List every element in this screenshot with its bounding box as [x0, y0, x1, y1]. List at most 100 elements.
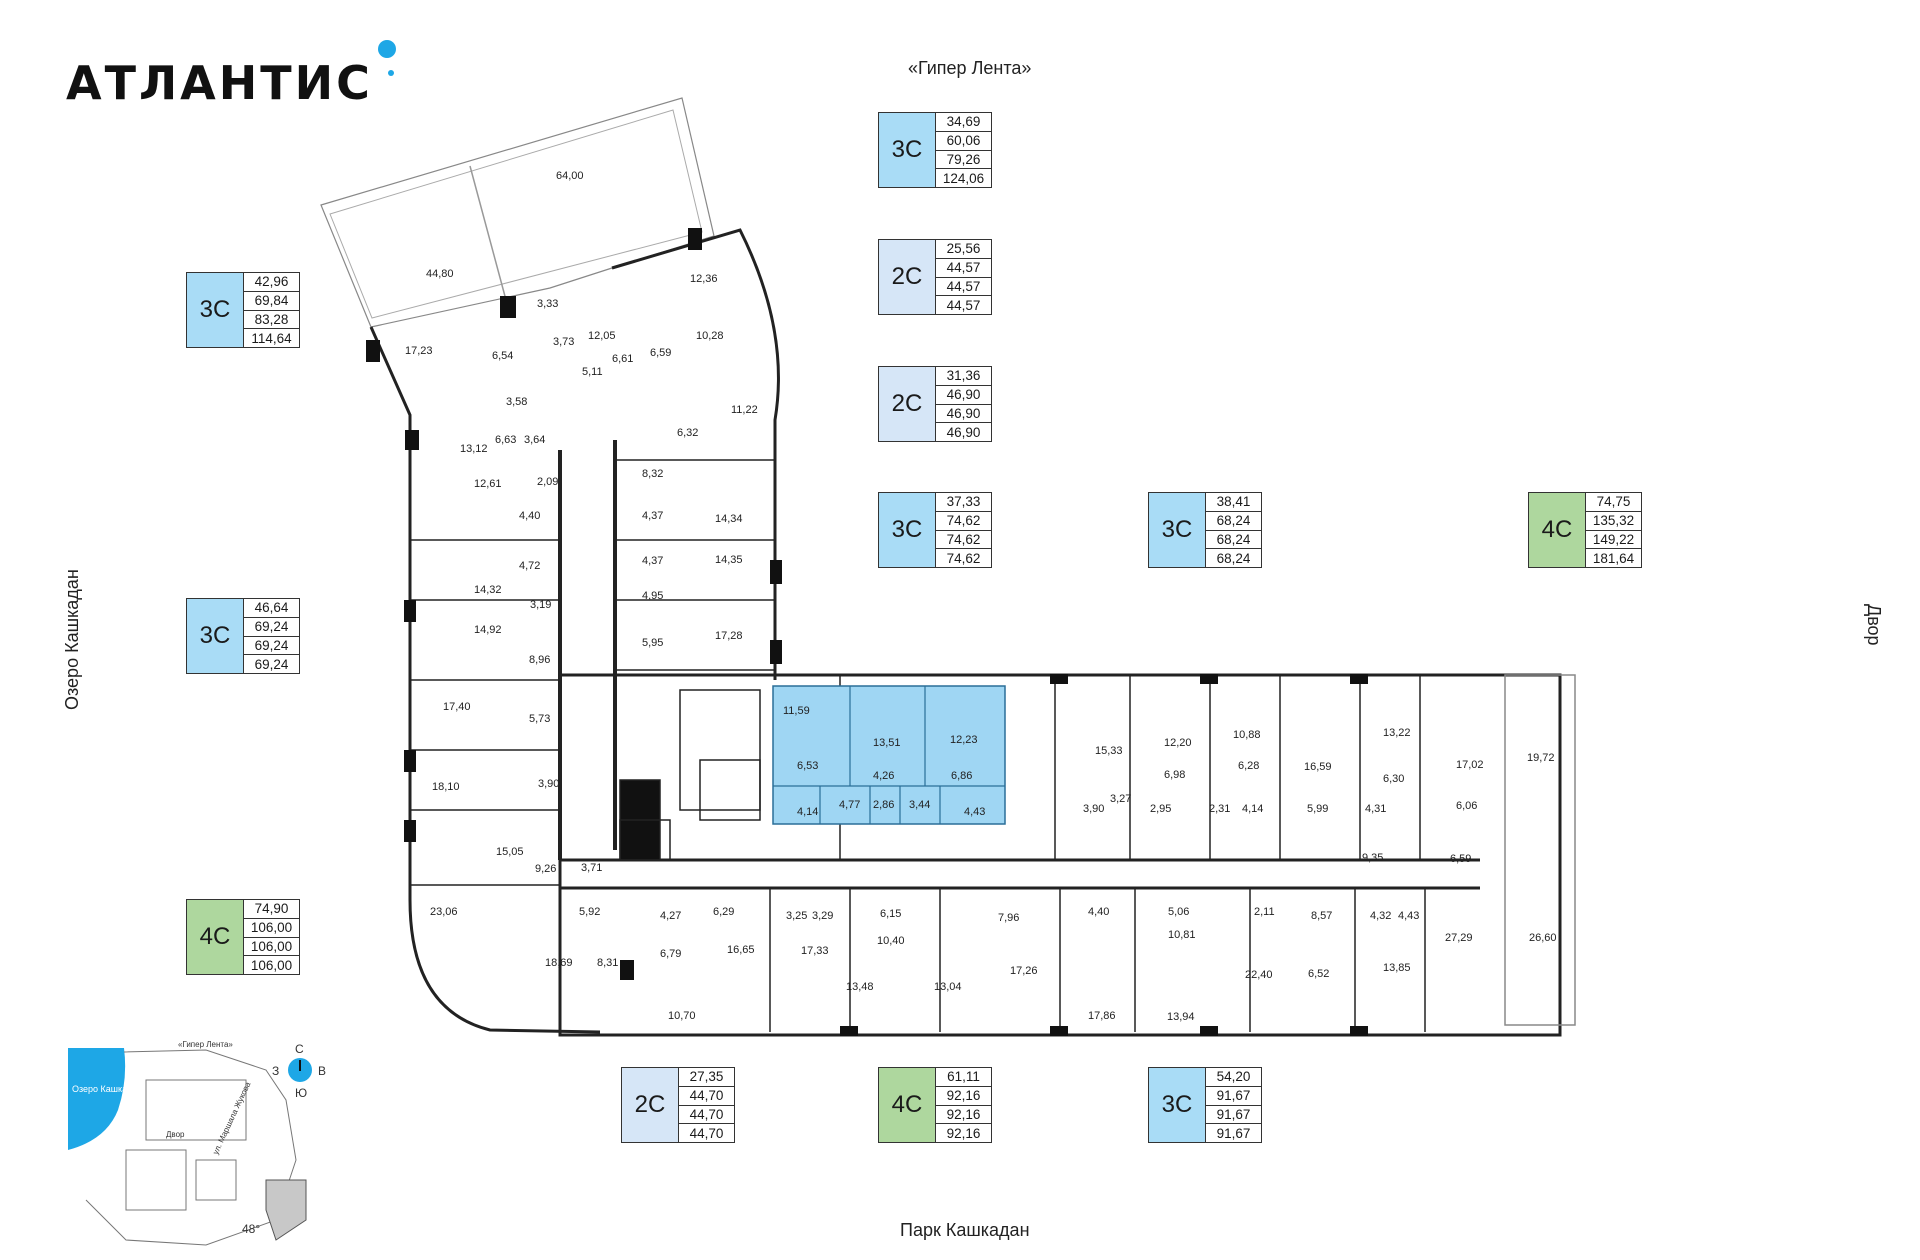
room-area: 10,81 [1168, 929, 1196, 941]
area-value: 42,96 [244, 273, 299, 292]
room-area: 6,15 [880, 908, 902, 920]
room-area: 5,92 [579, 906, 601, 918]
room-area: 8,31 [597, 957, 619, 969]
room-area: 10,40 [877, 935, 905, 947]
apartment-type: 2С [622, 1068, 679, 1142]
room-area: 17,23 [405, 345, 433, 357]
room-area: 12,20 [1164, 737, 1192, 749]
room-area: 3,90 [1083, 803, 1105, 815]
room-area: 10,70 [668, 1010, 696, 1022]
minimap-yard-label: Двор [166, 1130, 185, 1139]
area-value: 74,62 [936, 512, 991, 531]
area-value: 114,64 [251, 330, 292, 346]
room-area: 17,86 [1088, 1010, 1116, 1022]
area-value: 44,70 [689, 1125, 724, 1141]
area-value: 44,70 [679, 1106, 734, 1125]
area-value: 38,41 [1206, 493, 1261, 512]
area-value: 46,90 [936, 405, 991, 424]
area-value: 68,24 [1216, 550, 1251, 566]
room-area: 13,12 [460, 443, 488, 455]
room-area: 4,27 [660, 910, 682, 922]
compass-south: Ю [295, 1086, 308, 1100]
direction-north: «Гипер Лента» [908, 58, 1032, 78]
minimap-lake-label: Озеро Кашкадан [72, 1084, 143, 1094]
area-value: 106,00 [250, 957, 293, 973]
area-value: 149,22 [1586, 531, 1641, 550]
area-value: 91,67 [1216, 1125, 1251, 1141]
area-value: 74,90 [244, 900, 299, 919]
room-area: 6,59 [650, 347, 672, 359]
room-area: 4,43 [964, 806, 986, 818]
room-area: 14,35 [715, 554, 743, 566]
highlighted-apartment [772, 685, 1006, 825]
room-area: 15,05 [496, 846, 524, 858]
room-area: 3,58 [506, 396, 528, 408]
apartment-type: 3С [187, 273, 244, 347]
area-value: 46,90 [936, 386, 991, 405]
area-value: 60,06 [936, 132, 991, 151]
room-area: 3,73 [553, 336, 575, 348]
compass-east: В [318, 1064, 327, 1078]
area-value: 106,00 [244, 938, 299, 957]
room-area: 4,43 [1398, 910, 1420, 922]
area-value: 44,57 [936, 278, 991, 297]
room-area: 3,71 [581, 862, 603, 874]
compass-north: С [295, 1042, 304, 1056]
area-value: 61,11 [936, 1068, 991, 1087]
area-value: 54,20 [1206, 1068, 1261, 1087]
room-area: 2,31 [1209, 803, 1231, 815]
compass-west: З [272, 1064, 280, 1078]
room-area: 3,19 [530, 599, 552, 611]
room-area: 2,09 [537, 476, 559, 488]
area-value: 106,00 [244, 919, 299, 938]
room-area: 4,40 [519, 510, 541, 522]
area-value: 25,56 [936, 240, 991, 259]
room-area: 16,59 [1304, 761, 1332, 773]
apartment-type: 3С [187, 599, 244, 673]
logo-dot-small [388, 70, 394, 76]
minimap-road-label: «Гипер Лента» [178, 1040, 233, 1049]
room-area: 6,32 [677, 427, 699, 439]
area-value: 135,32 [1586, 512, 1641, 531]
room-area: 3,44 [909, 799, 931, 811]
room-area: 2,11 [1254, 906, 1275, 918]
room-area: 19,72 [1527, 752, 1555, 764]
area-value: 91,67 [1206, 1106, 1261, 1125]
room-area: 5,06 [1168, 906, 1190, 918]
room-area: 13,51 [873, 737, 901, 749]
area-value: 69,84 [244, 292, 299, 311]
room-area: 4,31 [1365, 803, 1387, 815]
area-value: 181,64 [1592, 550, 1635, 566]
room-area: 64,00 [556, 170, 584, 182]
room-area: 12,05 [588, 330, 616, 342]
room-area: 17,26 [1010, 965, 1038, 977]
room-area: 6,06 [1456, 800, 1478, 812]
area-value: 74,75 [1586, 493, 1641, 512]
room-area: 15,33 [1095, 745, 1123, 757]
room-area: 4,14 [1242, 803, 1264, 815]
apartment-type: 3С [879, 493, 936, 567]
room-area: 3,25 [786, 910, 808, 922]
lake-shape [68, 1048, 126, 1150]
room-area: 4,37 [642, 555, 664, 567]
room-area: 8,57 [1311, 910, 1333, 922]
room-area: 44,80 [426, 268, 454, 280]
area-value: 124,06 [942, 170, 985, 186]
room-area: 7,96 [998, 912, 1020, 924]
area-value: 92,16 [936, 1106, 991, 1125]
room-area: 14,34 [715, 513, 743, 525]
room-area: 17,02 [1456, 759, 1484, 771]
room-area: 3,27 [1110, 793, 1132, 805]
